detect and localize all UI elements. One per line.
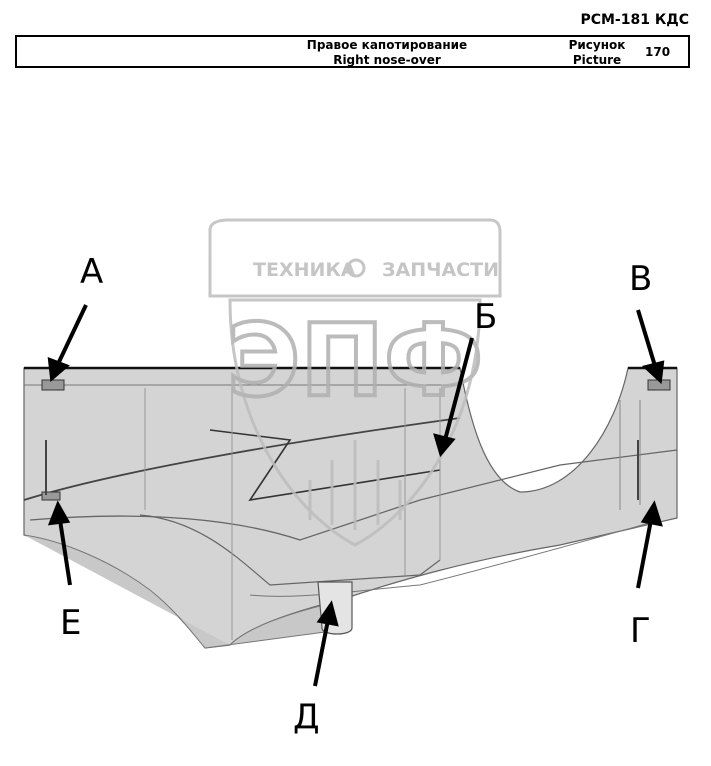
wheat-icon <box>308 440 402 530</box>
arrow-g <box>636 519 653 589</box>
arrow-a <box>56 304 88 365</box>
bracket-e <box>41 491 61 501</box>
watermark-logo-letters: ЭПФ <box>227 302 483 419</box>
arrow-v <box>636 309 657 367</box>
gear-icon <box>346 258 366 278</box>
frame-diagonal-lower <box>29 449 678 541</box>
bracket-a <box>41 379 65 391</box>
arrow-d <box>313 619 330 687</box>
arrow-g-head <box>640 500 663 527</box>
watermark-text-right: ЗАПЧАСТИ <box>382 259 499 281</box>
arrow-e-head <box>47 500 71 526</box>
frame-right-rail <box>619 400 641 510</box>
callout-label-a: А <box>80 252 104 292</box>
frame-diagonal-main <box>23 417 461 501</box>
watermark-shield <box>228 298 482 547</box>
callout-label-d: Д <box>293 697 320 737</box>
frame-bottom-rail <box>249 519 661 597</box>
callout-label-v: В <box>629 259 653 299</box>
figure-label-russian: Рисунок <box>568 38 626 52</box>
watermark-plate <box>208 218 502 298</box>
title-block: Правое капотирование Right nose-over Рис… <box>15 35 690 68</box>
arrow-e <box>58 519 72 586</box>
watermark-text-left: ТЕХНИКА <box>253 259 356 281</box>
arrow-b <box>443 337 474 441</box>
model-code: РСМ-181 КДС <box>580 12 689 28</box>
arrow-a-head <box>47 356 70 382</box>
callout-arrows <box>47 304 665 687</box>
callout-label-g: Г <box>630 611 651 651</box>
watermark: ТЕХНИКА ЗАПЧАСТИ ЭПФ <box>208 218 502 547</box>
bottom-bracket <box>317 581 353 635</box>
frame-z-bracket <box>209 429 441 502</box>
figure-label-english: Picture <box>572 53 622 67</box>
arrow-v-head <box>641 360 665 385</box>
title-english: Right nose-over <box>333 53 441 67</box>
arrow-b-head <box>433 433 456 458</box>
callout-label-b: Б <box>474 297 498 337</box>
arrow-d-head <box>316 600 339 627</box>
callout-label-e: Е <box>60 603 82 643</box>
panel-lower-section <box>23 534 346 649</box>
frame-inner-curve <box>139 514 441 586</box>
title-russian: Правое капотирование <box>306 38 468 52</box>
figure-number: 170 <box>645 45 671 59</box>
